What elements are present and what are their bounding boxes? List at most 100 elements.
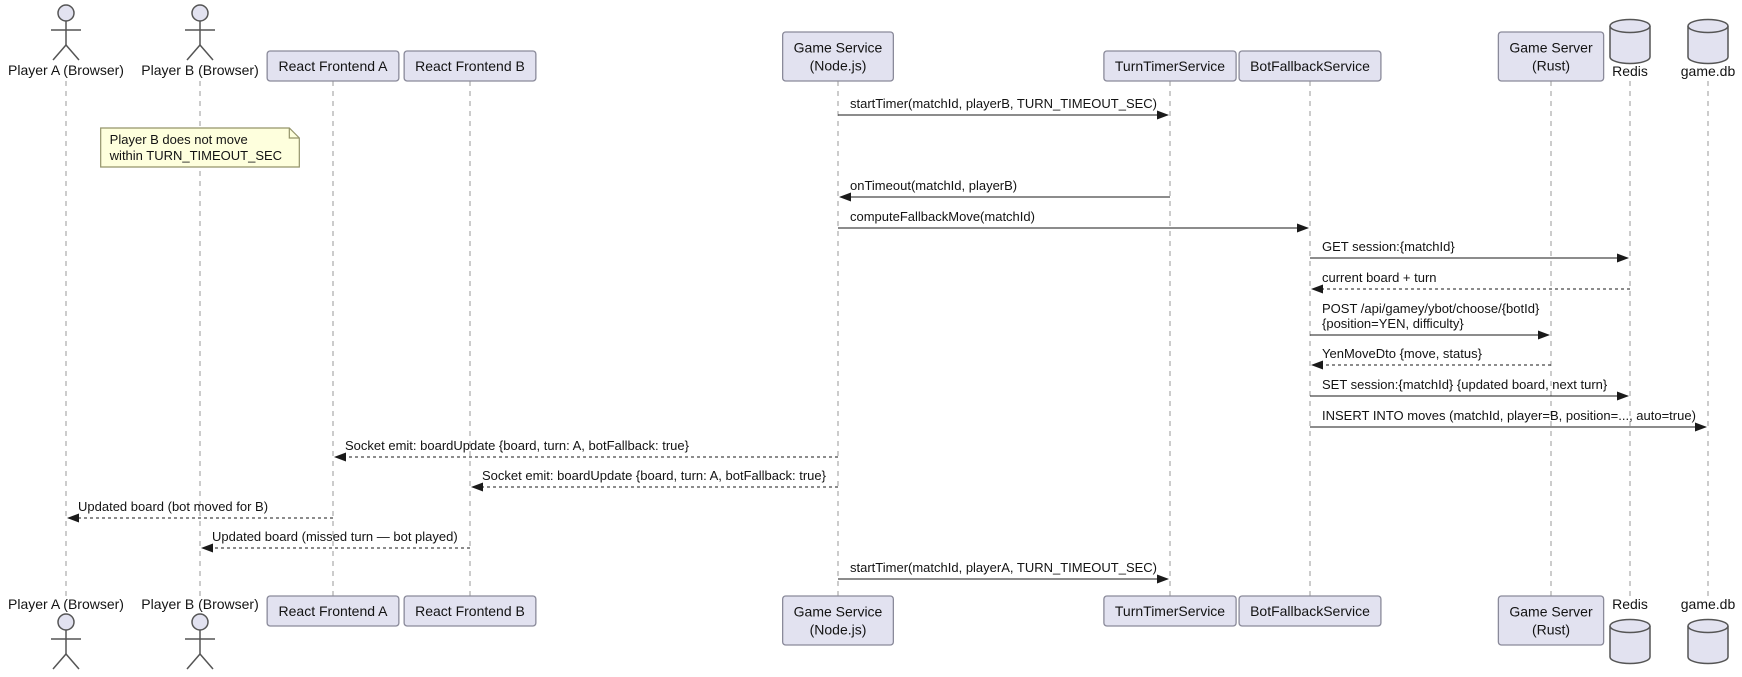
message-label: SET session:{matchId} {updated board, ne… (1322, 377, 1608, 392)
participant-player_b-top: Player B (Browser) (141, 4, 259, 78)
message-2-turn_timer_service-to-game_service: onTimeout(matchId, playerB) (839, 178, 1170, 202)
note-body (100, 127, 300, 168)
actor-leg-icon (186, 44, 201, 61)
message-label: GET session:{matchId} (1322, 239, 1455, 254)
participant-label: Redis (1612, 63, 1648, 79)
message-1-game_service-to-turn_timer_service: startTimer(matchId, playerB, TURN_TIMEOU… (838, 96, 1169, 120)
message-label: startTimer(matchId, playerA, TURN_TIMEOU… (850, 560, 1157, 575)
participant-label: Game Server (1509, 40, 1593, 56)
message-label: current board + turn (1322, 270, 1437, 285)
participant-label: Game Service (794, 40, 883, 56)
participant-turn_timer_service-bottom: TurnTimerService (1103, 595, 1237, 627)
participant-box (1238, 595, 1382, 627)
database-top-icon (1687, 18, 1729, 34)
database-top-icon (1609, 618, 1651, 634)
note-text: within TURN_TIMEOUT_SEC (109, 148, 282, 163)
message-13-react_frontend_b-to-player_b: Updated board (missed turn — bot played) (201, 529, 470, 553)
participant-bot_fallback_service-top: BotFallbackService (1238, 50, 1382, 82)
participant-label: (Rust) (1532, 622, 1570, 638)
message-label: YenMoveDto {move, status} (1322, 346, 1483, 361)
actor-head-icon (57, 4, 75, 22)
participant-label: React Frontend A (279, 58, 389, 74)
participant-react_frontend_b-bottom: React Frontend B (403, 595, 537, 627)
arrowhead-icon (1157, 574, 1169, 584)
actor-leg-icon (186, 653, 201, 670)
arrowhead-icon (471, 482, 483, 492)
database-icon (1687, 26, 1729, 65)
participant-turn_timer_service-top: TurnTimerService (1103, 50, 1237, 82)
participant-label: React Frontend A (279, 603, 389, 619)
participant-player_b-bottom: Player B (Browser) (141, 596, 259, 670)
participant-box (782, 31, 894, 82)
participant-box (1103, 595, 1237, 627)
participant-label: Player B (Browser) (141, 62, 258, 78)
message-label: computeFallbackMove(matchId) (850, 209, 1035, 224)
arrowhead-icon (67, 513, 79, 523)
message-label: Updated board (missed turn — bot played) (212, 529, 458, 544)
participant-player_a-top: Player A (Browser) (8, 4, 124, 78)
actor-leg-icon (199, 653, 214, 670)
participant-box (266, 50, 400, 82)
message-label: {position=YEN, difficulty} (1322, 316, 1464, 331)
participant-box (403, 595, 537, 627)
message-6-bot_fallback_service-to-game_server: POST /api/gamey/ybot/choose/{botId}{posi… (1310, 301, 1550, 340)
actor-head-icon (191, 613, 209, 631)
message-5-redis-to-bot_fallback_service: current board + turn (1311, 270, 1630, 294)
participant-box (1497, 31, 1605, 82)
note-fold-icon (288, 128, 300, 139)
participant-bot_fallback_service-bottom: BotFallbackService (1238, 595, 1382, 627)
database-icon (1687, 626, 1729, 665)
participant-label: React Frontend B (415, 58, 525, 74)
message-9-bot_fallback_service-to-game_db: INSERT INTO moves (matchId, player=B, po… (1310, 408, 1707, 432)
actor-head-icon (57, 613, 75, 631)
actor-leg-icon (65, 653, 80, 670)
participant-player_a-bottom: Player A (Browser) (8, 596, 124, 670)
participant-label: Player B (Browser) (141, 596, 258, 612)
participant-box (782, 595, 894, 646)
arrowhead-icon (1297, 223, 1309, 233)
database-top-icon (1687, 618, 1729, 634)
participant-label: React Frontend B (415, 603, 525, 619)
participant-label: (Node.js) (810, 58, 867, 74)
message-label: Socket emit: boardUpdate {board, turn: A… (345, 438, 690, 453)
participant-game_server-top: Game Server (Rust) (1497, 31, 1605, 82)
participant-react_frontend_a-top: React Frontend A (266, 50, 400, 82)
arrowhead-icon (1538, 330, 1550, 340)
participant-label: (Node.js) (810, 622, 867, 638)
message-label: INSERT INTO moves (matchId, player=B, po… (1322, 408, 1696, 423)
arrowhead-icon (334, 452, 346, 462)
participant-label: TurnTimerService (1115, 58, 1225, 74)
arrowhead-icon (1695, 422, 1707, 432)
participant-label: Player A (Browser) (8, 596, 124, 612)
participant-label: Game Server (1509, 604, 1593, 620)
message-label: Socket emit: boardUpdate {board, turn: A… (482, 468, 827, 483)
actor-leg-icon (52, 653, 67, 670)
arrowhead-icon (201, 543, 213, 553)
arrowhead-icon (839, 192, 851, 202)
arrowhead-icon (1617, 253, 1629, 263)
participant-label: TurnTimerService (1115, 603, 1225, 619)
participant-box (403, 50, 537, 82)
message-12-react_frontend_a-to-player_a: Updated board (bot moved for B) (67, 499, 333, 523)
participant-game_db-top: game.db (1681, 18, 1735, 79)
participant-redis-bottom: Redis (1609, 596, 1651, 665)
participant-box (1497, 595, 1605, 646)
arrowhead-icon (1311, 284, 1323, 294)
participant-react_frontend_a-bottom: React Frontend A (266, 595, 400, 627)
message-11-game_service-to-react_frontend_b: Socket emit: boardUpdate {board, turn: A… (471, 468, 838, 492)
message-10-game_service-to-react_frontend_a: Socket emit: boardUpdate {board, turn: A… (334, 438, 838, 462)
message-8-bot_fallback_service-to-redis: SET session:{matchId} {updated board, ne… (1310, 377, 1629, 401)
participant-box (1103, 50, 1237, 82)
participant-game_server-bottom: Game Server (Rust) (1497, 595, 1605, 646)
message-7-game_server-to-bot_fallback_service: YenMoveDto {move, status} (1311, 346, 1551, 370)
participant-game_service-bottom: Game Service(Node.js) (782, 595, 894, 646)
participant-label: BotFallbackService (1250, 603, 1370, 619)
participant-label: BotFallbackService (1250, 58, 1370, 74)
participant-redis-top: Redis (1609, 18, 1651, 79)
participant-label: (Rust) (1532, 58, 1570, 74)
database-icon (1609, 26, 1651, 65)
arrowhead-icon (1617, 391, 1629, 401)
